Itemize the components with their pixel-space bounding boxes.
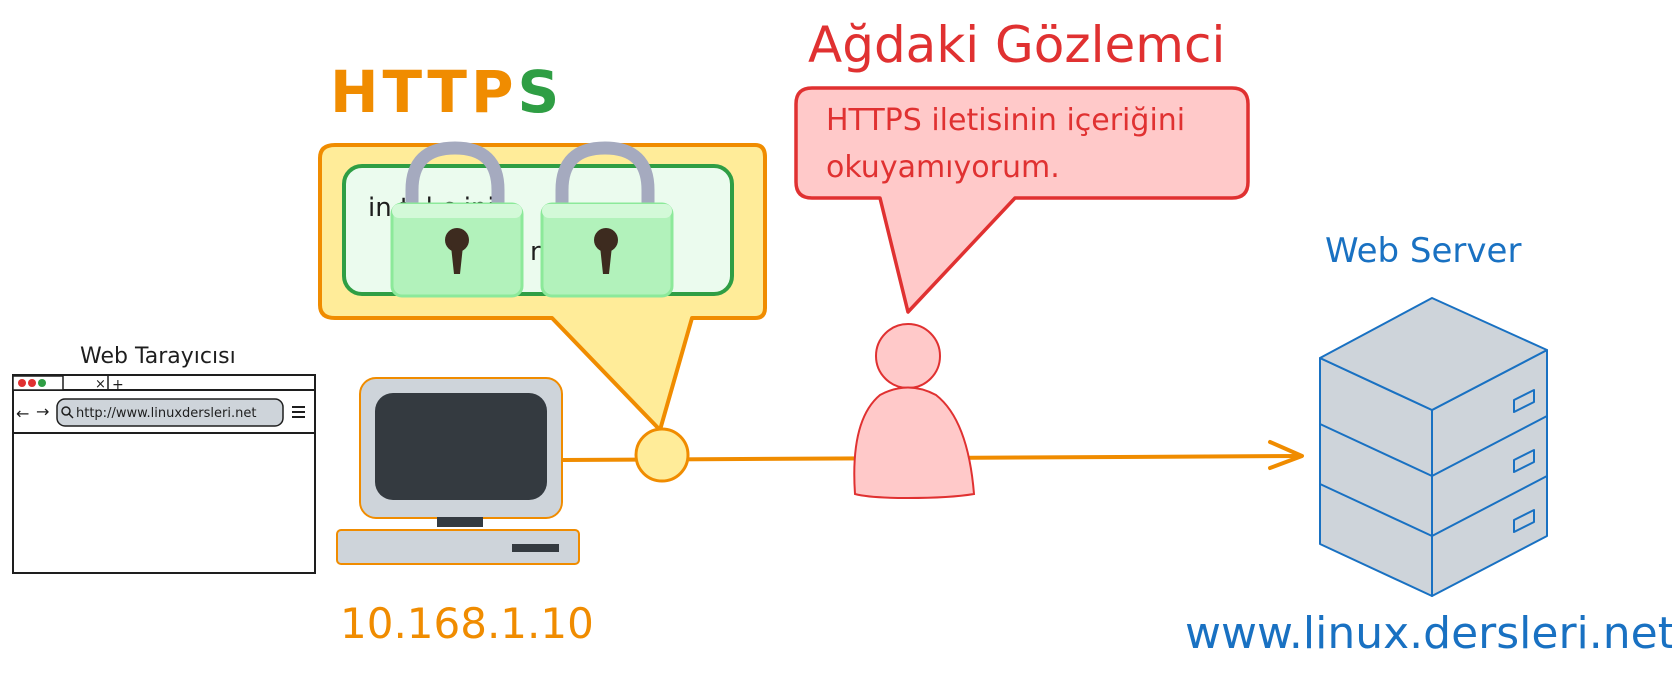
browser-tab-new-icon: + xyxy=(112,377,124,393)
observer-speech-bubble: HTTPS iletisinin içeriğini okuyamıyorum. xyxy=(794,86,1250,314)
forward-arrow-icon: → xyxy=(36,402,49,421)
back-arrow-icon: ← xyxy=(16,404,29,423)
search-icon xyxy=(61,406,71,416)
server-title: Web Server xyxy=(1325,231,1521,271)
arrow-right-icon xyxy=(1268,440,1304,470)
browser-title: Web Tarayıcısı xyxy=(80,344,236,369)
padlock-icon xyxy=(540,141,674,298)
browser-window-icon: × + ← → http://www.linuxdersleri.net xyxy=(12,374,316,574)
observer-speech-line1: HTTPS iletisinin içeriğini xyxy=(826,103,1185,138)
person-icon xyxy=(853,323,976,500)
client-ip: 10.168.1.10 xyxy=(340,599,594,648)
server-stack-icon xyxy=(1319,297,1548,597)
computer-icon xyxy=(336,377,580,565)
padlock-icon xyxy=(390,141,524,298)
https-title: HTTPS xyxy=(330,58,563,126)
observer-speech-line2: okuyamıyorum. xyxy=(826,150,1060,185)
packet-node xyxy=(634,427,690,483)
browser-tab-close-icon: × xyxy=(95,377,106,392)
menu-icon xyxy=(292,406,305,418)
server-domain: www.linux.dersleri.net xyxy=(1185,608,1672,659)
observer-title: Ağdaki Gözlemci xyxy=(808,16,1225,74)
browser-address-bar xyxy=(56,398,284,427)
browser-url: http://www.linuxdersleri.net xyxy=(76,406,256,421)
https-packet-bubble: in tl l c ini nd xyxy=(318,141,767,432)
